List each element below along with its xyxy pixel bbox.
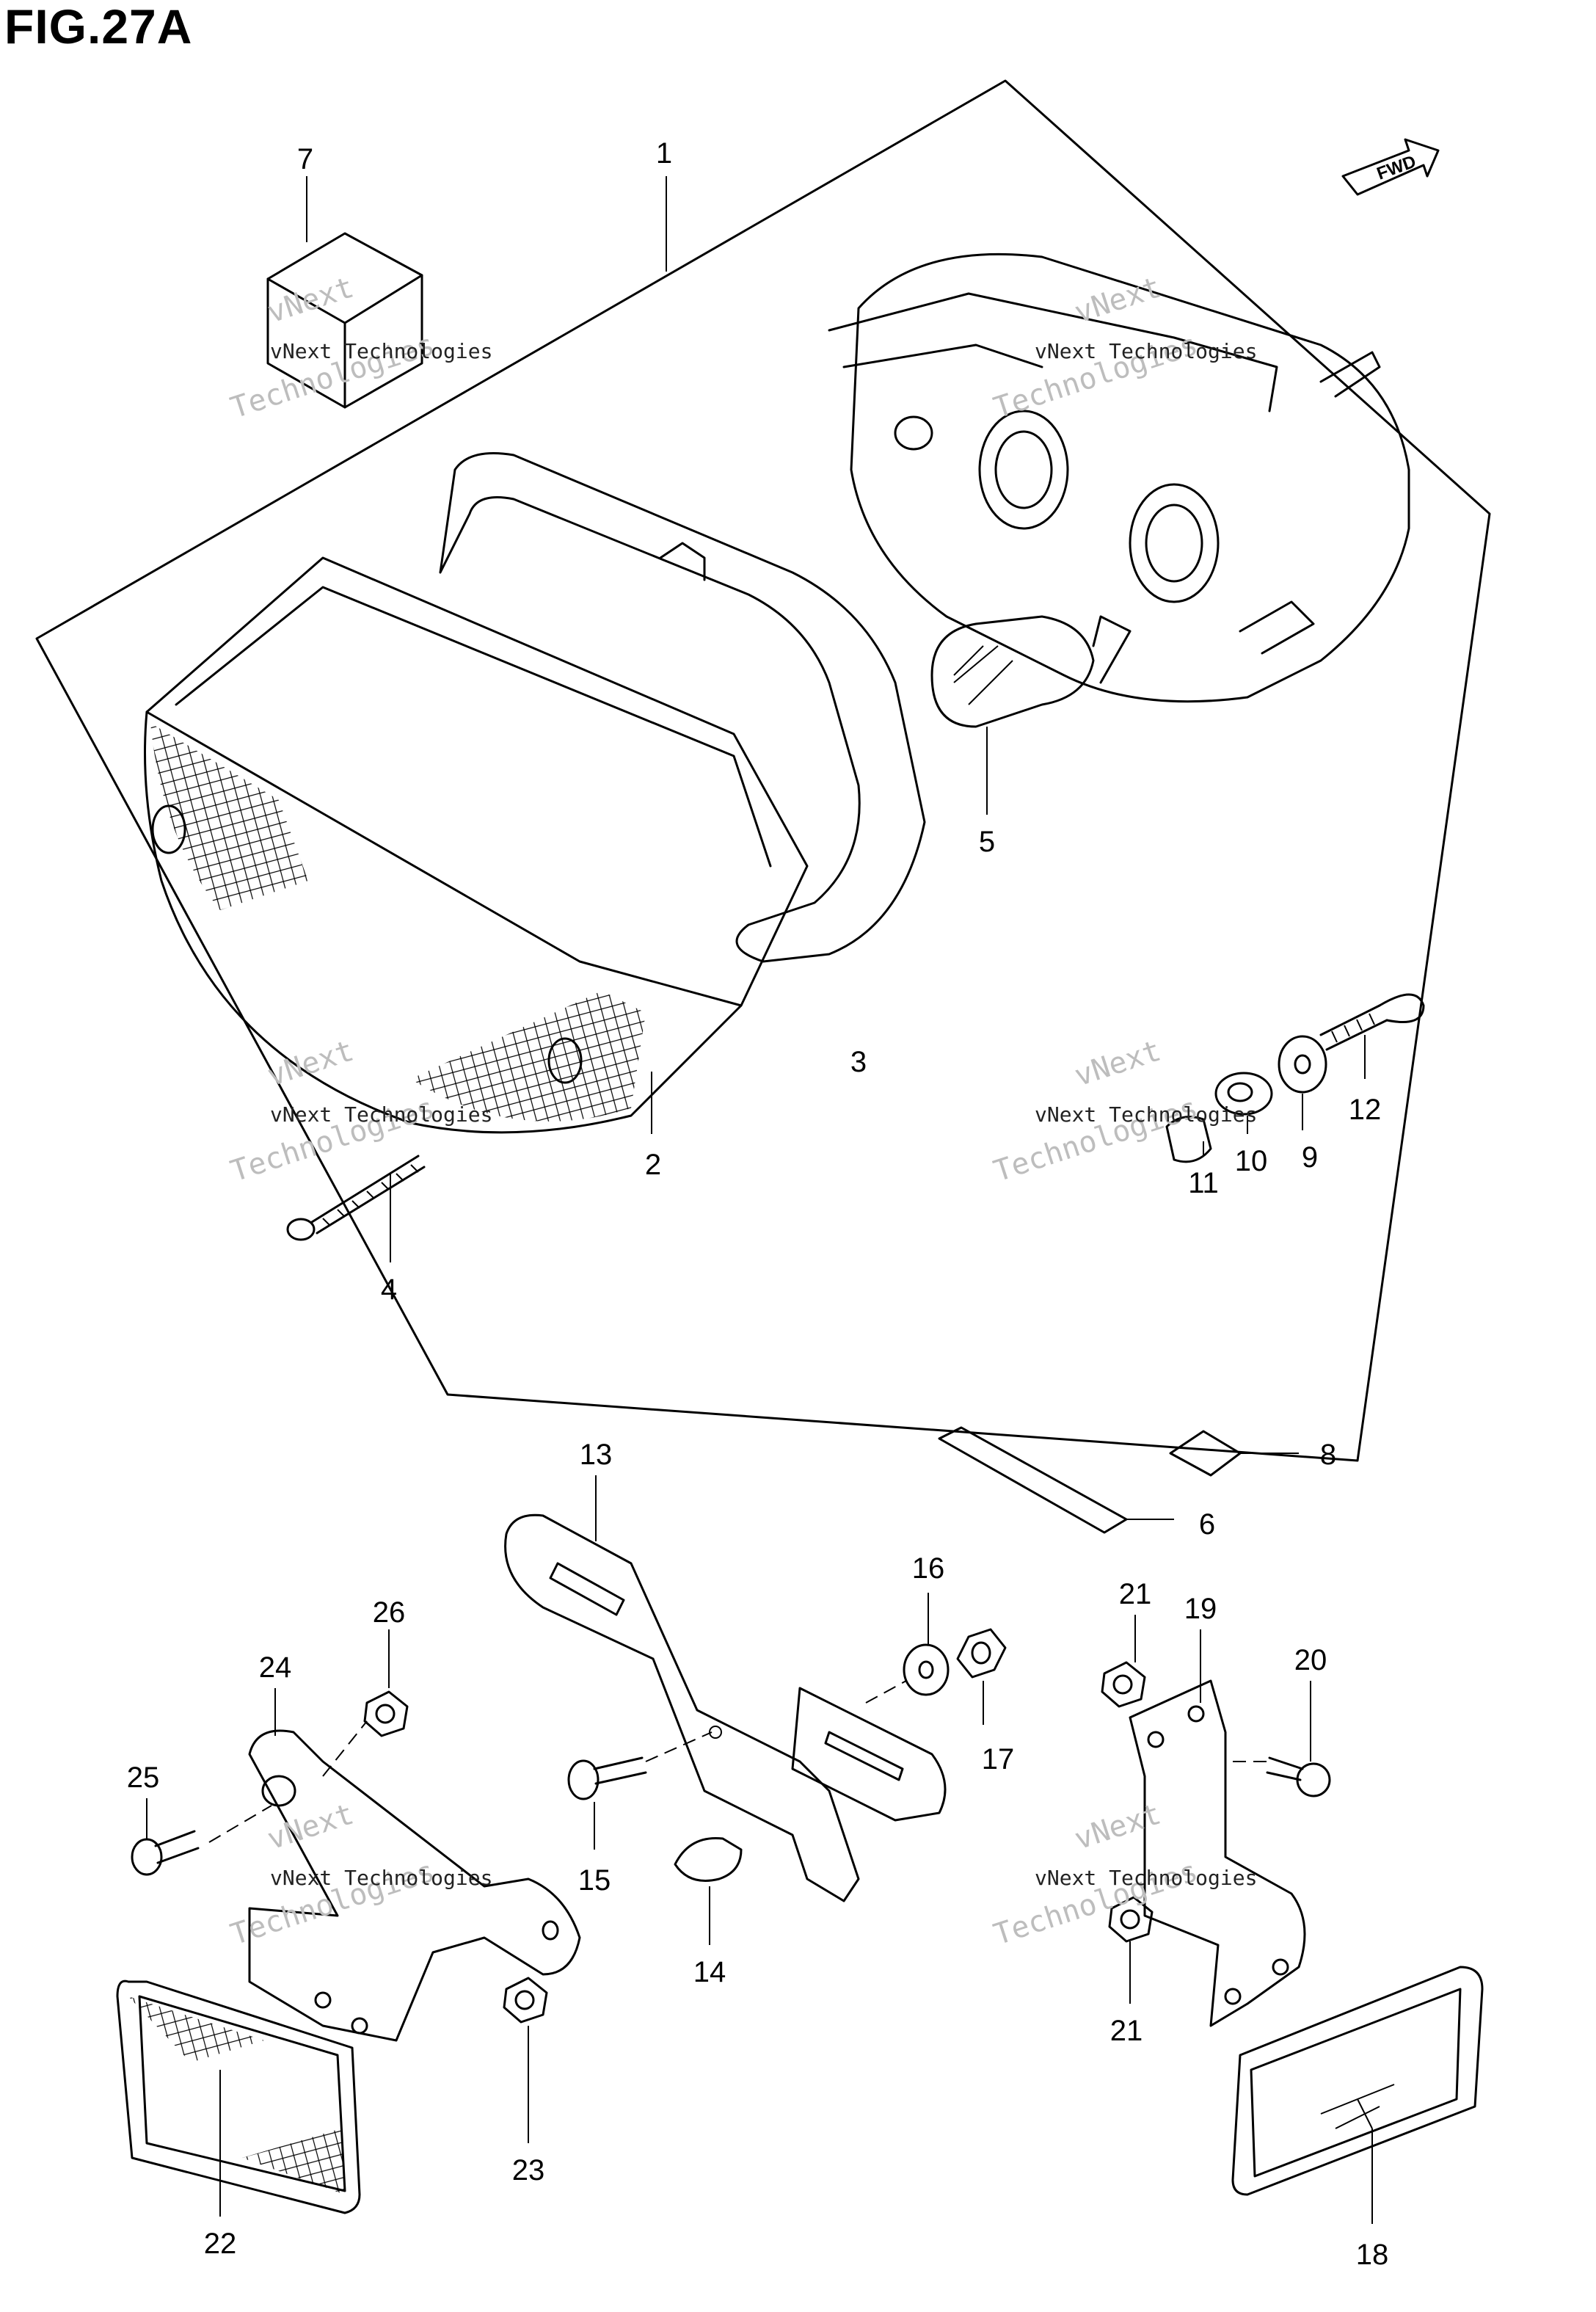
callout-21-lower: 21 [1110,2015,1143,2047]
part-4-screw [286,1155,426,1241]
callout-18: 18 [1356,2239,1389,2271]
part-19-bracket [1129,1679,1306,2027]
callout-17: 17 [982,1743,1015,1775]
callout-24: 24 [259,1651,292,1684]
callout-3: 3 [850,1046,867,1078]
callout-14: 14 [693,1956,726,1988]
part-7-connector-cube [266,232,423,409]
leader-lines [146,176,1373,2224]
callout-15: 15 [578,1864,611,1897]
callout-2: 2 [645,1149,661,1181]
part-12-bolt [1319,993,1425,1051]
part-13-bracket [504,1513,947,1902]
part-1-housing [828,252,1410,703]
part-26-nut [363,1690,409,1737]
callout-13: 13 [580,1439,613,1471]
callout-7: 7 [297,143,313,175]
callout-19: 19 [1184,1593,1217,1625]
part-24-bracket [248,1729,581,2042]
callout-4: 4 [381,1273,397,1306]
part-18-reflector [1231,1966,1484,2196]
callout-5: 5 [979,826,995,858]
callout-8: 8 [1320,1439,1336,1471]
callout-16: 16 [912,1552,945,1585]
part-11-collar [1165,1116,1212,1163]
callout-6: 6 [1199,1508,1215,1541]
part-23-nut [503,1977,548,2024]
watermark-text: vNext Technologies [1035,339,1257,363]
callout-26: 26 [373,1596,406,1629]
watermark-text: vNext Technologies [270,1866,492,1890]
part-22-reflector [116,1980,361,2214]
part-6-strip [938,1426,1128,1534]
part-17-nut [956,1628,1007,1679]
part-16-washer [903,1643,950,1696]
callout-10: 10 [1235,1145,1268,1177]
callout-12: 12 [1349,1094,1382,1126]
watermark-text: vNext Technologies [1035,1102,1257,1127]
part-25-screw [131,1830,200,1876]
watermark-bottom-left: vNext Technologies vNext Technologies [227,1797,493,1952]
callout-20: 20 [1294,1644,1327,1676]
watermark-big-a: vNext [1071,1797,1165,1857]
watermark-text: vNext Technologies [1035,1866,1257,1890]
watermark-bottom-right: vNext Technologies vNext Technologies [990,1797,1258,1952]
watermark-big-a: vNext [263,1034,358,1094]
part-20-screw [1266,1756,1331,1797]
part-5-bulb [930,615,1132,728]
watermark-mid-right: vNext Technologies vNext Technologies [990,1034,1258,1189]
part-9-washer [1278,1035,1327,1094]
callout-11: 11 [1188,1167,1219,1199]
part-14-plug [674,1836,743,1882]
figure-title: FIG.27A [4,0,193,54]
part-21-nut-upper [1101,1661,1146,1708]
callout-labels: 1 2 3 4 5 6 7 8 9 10 11 12 13 14 15 16 1… [127,137,1389,2271]
callout-1: 1 [656,137,672,170]
callout-23: 23 [512,2154,545,2186]
assembly-box [35,79,1491,1462]
part-21-nut-lower [1108,1896,1154,1943]
watermark-top-right: vNext Technologies vNext Technologies [990,271,1258,426]
part-15-bolt [567,1756,647,1800]
fwd-label: FWD [1374,152,1419,184]
watermark-text: vNext Technologies [270,1102,492,1127]
fwd-arrow-icon: FWD [1341,138,1440,196]
part-3-gasket [439,452,926,963]
part-2-lens [144,556,809,1134]
watermark-big-a: vNext [1071,1034,1165,1094]
watermark-text: vNext Technologies [270,339,492,363]
callout-21-upper: 21 [1119,1578,1152,1610]
callout-22: 22 [204,2228,237,2260]
watermark-mid-left: vNext Technologies vNext Technologies [227,1034,493,1189]
watermark-top-left: vNext Technologies vNext Technologies [227,271,493,426]
part-8-pad [1169,1430,1242,1477]
watermark-big-a: vNext [1071,271,1165,330]
callout-9: 9 [1302,1141,1318,1174]
callout-25: 25 [127,1762,160,1794]
part-10-grommet [1214,1072,1273,1116]
